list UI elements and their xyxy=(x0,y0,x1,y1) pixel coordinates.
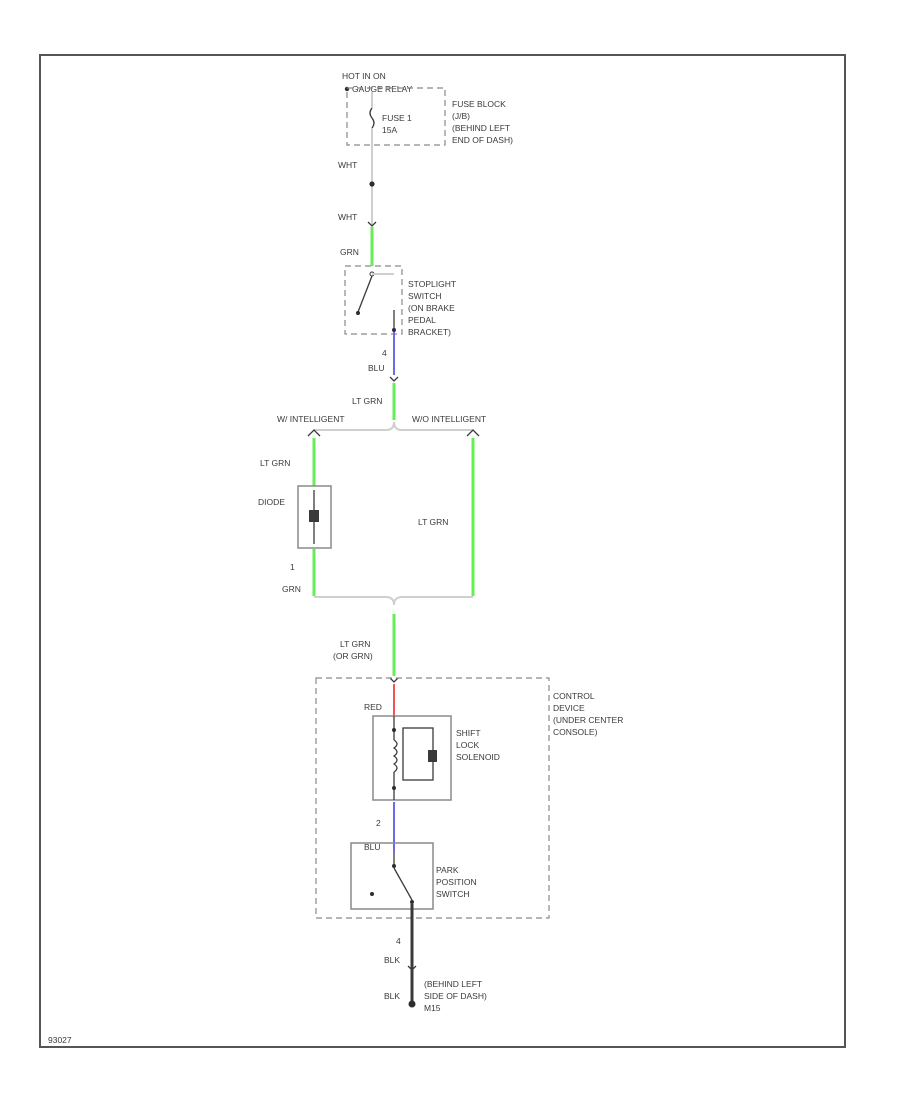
diagram-frame xyxy=(39,54,846,1048)
park-position-switch-label-line3: SWITCH xyxy=(436,889,470,899)
wire-label-grn-1: GRN xyxy=(340,247,359,257)
ground-label-line3: M15 xyxy=(424,1003,441,1013)
ground-label: (BEHIND LEFT SIDE OF DASH) M15 xyxy=(424,979,487,1013)
stoplight-switch-lever xyxy=(357,275,373,313)
connector-chevron xyxy=(407,965,417,971)
control-device-label: CONTROL DEVICE (UNDER CENTER CONSOLE) xyxy=(553,691,623,737)
pin-stoplight: 4 xyxy=(382,348,387,358)
wire-label-grn-2: GRN xyxy=(282,584,301,594)
connector-chevron xyxy=(367,221,377,227)
switch-contact-bottom xyxy=(392,328,396,332)
figure-id: 93027 xyxy=(48,1035,72,1045)
shift-lock-solenoid-label-line2: LOCK xyxy=(456,740,479,750)
shift-lock-solenoid-box xyxy=(372,715,452,801)
fuse-block-outline xyxy=(346,87,446,146)
branch-marker-left xyxy=(307,429,321,437)
solenoid-plunger-icon xyxy=(428,750,437,762)
ground-point-icon xyxy=(408,1000,416,1008)
branch-label-right: W/O INTELLIGENT xyxy=(412,414,486,424)
stoplight-switch-label-line2: SWITCH xyxy=(408,291,442,301)
fuse-block-label-line2: (J/B) xyxy=(452,111,470,121)
park-position-switch-label: PARK POSITION SWITCH xyxy=(436,865,477,899)
hot-in-on-label: HOT IN ON xyxy=(342,71,386,81)
control-device-label-line3: (UNDER CENTER xyxy=(553,715,623,725)
shift-lock-solenoid-label-line3: SOLENOID xyxy=(456,752,500,762)
wire-label-lt-grn-bottom: LT GRN xyxy=(340,639,370,649)
stoplight-switch-label-line4: PEDAL xyxy=(408,315,436,325)
park-position-switch-label-line1: PARK xyxy=(436,865,459,875)
stoplight-switch-outline xyxy=(344,265,403,335)
control-device-label-line1: CONTROL xyxy=(553,691,595,701)
wire-label-blk-1: BLK xyxy=(384,955,400,965)
wire-label-lt-grn-right: LT GRN xyxy=(418,517,448,527)
wire-label-blu-1: BLU xyxy=(368,363,385,373)
wire-label-blk-2: BLK xyxy=(384,991,400,1001)
diode-label: DIODE xyxy=(258,497,285,507)
wire-label-blu-2: BLU xyxy=(364,842,381,852)
pin-solenoid: 2 xyxy=(376,818,381,828)
park-switch-pivot xyxy=(410,900,414,904)
diode-box xyxy=(297,485,332,549)
stoplight-switch-label-line3: (ON BRAKE xyxy=(408,303,455,313)
diode-symbol xyxy=(309,510,319,522)
park-switch-contact xyxy=(392,864,396,868)
pin-diode: 1 xyxy=(290,562,295,572)
park-switch-open-contact xyxy=(370,892,374,896)
fuse-block-label-line1: FUSE BLOCK xyxy=(452,99,506,109)
solenoid-coil-icon xyxy=(392,739,398,773)
control-device-label-line4: CONSOLE) xyxy=(553,727,598,737)
top-branch-bus xyxy=(314,421,473,431)
fuse-block-label-line3: (BEHIND LEFT xyxy=(452,123,510,133)
wire-label-lt-grn-left: LT GRN xyxy=(260,458,290,468)
park-position-switch-label-line2: POSITION xyxy=(436,877,477,887)
park-position-switch-box xyxy=(350,842,434,910)
solenoid-terminal-bottom xyxy=(392,786,396,790)
wire-label-wht-1: WHT xyxy=(338,160,357,170)
fuse-rating-label: 15A xyxy=(382,125,397,135)
park-switch-lever xyxy=(393,867,413,901)
connector-chevron xyxy=(389,677,399,683)
ground-label-line1: (BEHIND LEFT xyxy=(424,979,482,989)
stoplight-switch-label-line1: STOPLIGHT xyxy=(408,279,456,289)
shift-lock-solenoid-label: SHIFT LOCK SOLENOID xyxy=(456,728,500,762)
wire-label-or-grn: (OR GRN) xyxy=(333,651,373,661)
ground-label-line2: SIDE OF DASH) xyxy=(424,991,487,1001)
pin-park: 4 xyxy=(396,936,401,946)
bottom-merge-bus xyxy=(314,596,473,606)
fuse-icon xyxy=(369,107,375,129)
connector-dot xyxy=(369,181,375,187)
wire-label-wht-2: WHT xyxy=(338,212,357,222)
shift-lock-solenoid-label-line1: SHIFT xyxy=(456,728,481,738)
wire-label-lt-grn-top: LT GRN xyxy=(352,396,382,406)
branch-label-left: W/ INTELLIGENT xyxy=(277,414,345,424)
gauge-relay-label: GAUGE RELAY xyxy=(352,84,413,94)
fuse-block-label: FUSE BLOCK (J/B) (BEHIND LEFT END OF DAS… xyxy=(452,99,513,145)
wire-label-red: RED xyxy=(364,702,382,712)
stoplight-switch-label: STOPLIGHT SWITCH (ON BRAKE PEDAL BRACKET… xyxy=(408,279,456,337)
fuse-block-label-line4: END OF DASH) xyxy=(452,135,513,145)
control-device-outline xyxy=(315,677,550,919)
fuse-name-label: FUSE 1 xyxy=(382,113,412,123)
control-device-label-line2: DEVICE xyxy=(553,703,585,713)
switch-contact-pivot xyxy=(356,311,360,315)
solenoid-terminal-top xyxy=(392,728,396,732)
stoplight-switch-label-line5: BRACKET) xyxy=(408,327,451,337)
connector-chevron xyxy=(389,376,399,382)
branch-marker-right xyxy=(466,429,480,437)
